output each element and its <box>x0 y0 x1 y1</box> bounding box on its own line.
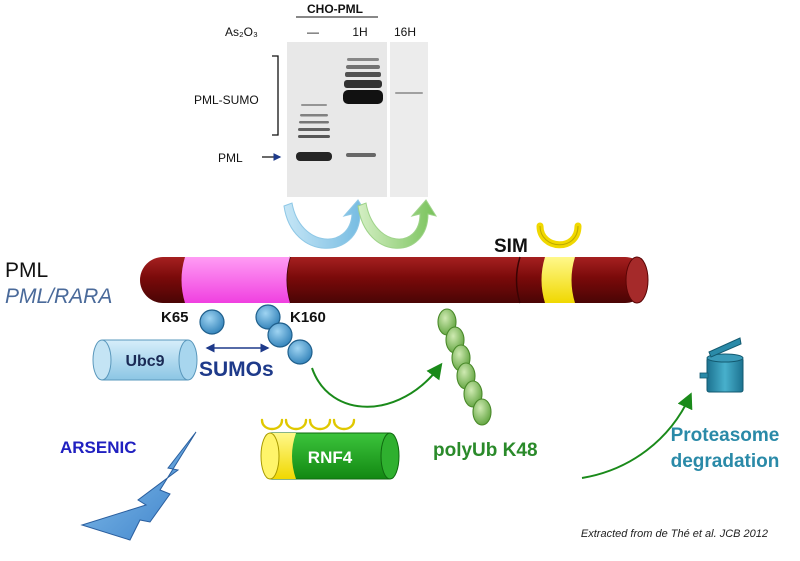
lane-1h-bands <box>343 58 383 157</box>
pml-protein: SIM PML PML/RARA <box>5 222 649 308</box>
rnf4-enzyme: RNF4 <box>260 418 400 480</box>
band-label-pml: PML <box>218 151 243 165</box>
polyub-label: polyUb K48 <box>433 440 538 461</box>
sim-hook-outline <box>539 225 579 246</box>
band-label-pml-sumo: PML-SUMO <box>194 93 259 107</box>
transition-arrow-blue <box>283 199 370 249</box>
lane-control-bands <box>296 104 332 161</box>
pml-sumo-bracket <box>272 55 279 136</box>
sumo-bead-k160-3 <box>287 339 313 365</box>
ubiquitination-arrow <box>311 362 443 408</box>
sim-label: SIM <box>494 236 528 257</box>
sim-hook-icon <box>536 222 582 249</box>
pml-protein-end-cap <box>625 256 649 304</box>
trash-can-icon <box>699 337 744 393</box>
sumo-beads <box>199 304 313 365</box>
fusion-name-label: PML/RARA <box>5 285 112 308</box>
proteasome-label-line1: Proteasome <box>671 425 780 446</box>
site-label-k65: K65 <box>161 309 189 326</box>
protein-name-label: PML <box>5 259 48 282</box>
polyub-chain <box>437 308 492 426</box>
lane-label-control: — <box>307 25 319 39</box>
transition-arrow-green <box>357 199 438 249</box>
ubc9-label: Ubc9 <box>125 353 164 370</box>
segment-divider <box>515 256 521 304</box>
rnf4-sim-hooks <box>260 418 356 431</box>
sumo-bead-k160-1 <box>255 304 281 330</box>
western-blot: CHO-PML As₂O₃ — 1H 16H <box>194 2 438 249</box>
lane-16h-bands <box>395 92 423 94</box>
lane-label-1h: 1H <box>352 25 367 39</box>
sumo-bead-k160-2 <box>267 322 293 348</box>
site-label-k160: K160 <box>290 309 326 326</box>
treatment-label: As₂O₃ <box>225 25 258 39</box>
lightning-bolt-icon <box>80 431 197 541</box>
sumoylation-region <box>181 257 290 303</box>
ub-bead <box>472 398 492 426</box>
blot-membrane-right <box>390 42 428 197</box>
sumo-bead-k65 <box>199 309 225 335</box>
arsenic-label: ARSENIC <box>60 438 137 457</box>
rnf4-label: RNF4 <box>308 448 353 467</box>
sumos-label: SUMOs <box>199 358 274 381</box>
degradation-arrow <box>581 392 693 479</box>
citation-text: Extracted from de Thé et al. JCB 2012 <box>581 528 768 540</box>
ubc9-enzyme: Ubc9 <box>92 339 198 381</box>
lane-label-16h: 16H <box>394 25 416 39</box>
proteasome-label-line2: degradation <box>671 451 780 472</box>
sim-region <box>541 257 575 303</box>
blot-title: CHO-PML <box>307 2 363 16</box>
